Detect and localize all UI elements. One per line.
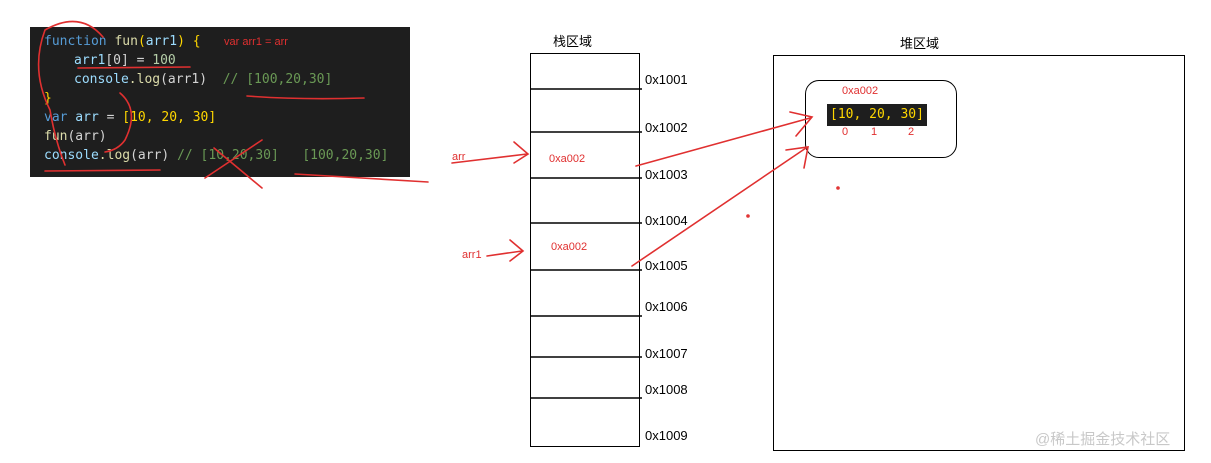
stray-dot xyxy=(746,214,750,218)
stack-address: 0x1001 xyxy=(645,72,688,87)
stack-cell-dividers xyxy=(530,88,642,399)
stray-dot xyxy=(836,186,840,190)
call-loop xyxy=(37,20,104,166)
cross-mark xyxy=(204,139,263,179)
pointer-arrow-arr1 xyxy=(631,147,807,267)
stack-address: 0x1002 xyxy=(645,120,688,135)
arrowhead xyxy=(509,239,525,262)
stack-address: 0x1008 xyxy=(645,382,688,397)
label-arr: arr xyxy=(452,151,466,163)
label-arr1: arr1 xyxy=(462,249,482,261)
array-index: 2 xyxy=(908,126,915,138)
code-line-7: console.log(arr) // [10,20,30] [100,20,3… xyxy=(44,148,389,163)
stack-cell-arr-value: 0xa002 xyxy=(549,153,586,165)
code-line-1: function fun(arr1) { var arr1 = arr xyxy=(44,34,288,49)
code-line-2: arr1[0] = 100 xyxy=(74,53,176,68)
arrowhead xyxy=(785,146,809,169)
underline-comment xyxy=(246,95,365,100)
label-arrow-arr1 xyxy=(486,250,523,257)
stack-address: 0x1006 xyxy=(645,299,688,314)
code-line-4: } xyxy=(44,91,52,106)
label-arrow-arr xyxy=(451,153,528,164)
heap-array: [10, 20, 30] xyxy=(827,104,927,126)
arrowhead xyxy=(513,141,530,164)
underline-result xyxy=(294,173,429,183)
array-index: 1 xyxy=(871,126,878,138)
code-line-3: console.log(arr1) // [100,20,30] xyxy=(74,72,333,87)
red-marks xyxy=(37,20,840,267)
heap-object-address: 0xa002 xyxy=(842,85,879,97)
array-index: 0 xyxy=(842,126,849,138)
pointer-arrow-arr xyxy=(635,117,811,167)
heap-title: 堆区域 xyxy=(900,36,940,51)
param-note: var arr1 = arr xyxy=(224,36,288,48)
arrowhead xyxy=(789,111,814,137)
return-stroke xyxy=(104,92,133,153)
underline-arr1-index xyxy=(77,66,191,69)
underline-console-log xyxy=(44,169,161,172)
stack-address: 0x1004 xyxy=(645,213,688,228)
stack-address: 0x1005 xyxy=(645,258,688,273)
stack-region xyxy=(530,53,640,447)
cross-mark xyxy=(213,147,263,189)
stack-address: 0x1007 xyxy=(645,346,688,361)
stack-cell-arr1-value: 0xa002 xyxy=(551,241,588,253)
stack-address: 0x1003 xyxy=(645,167,688,182)
result-note: [100,20,30] xyxy=(302,148,389,163)
stack-address: 0x1009 xyxy=(645,428,688,443)
watermark: @稀土掘金技术社区 xyxy=(1035,431,1171,448)
heap-region xyxy=(773,55,1185,451)
stack-title: 栈区域 xyxy=(553,34,593,49)
